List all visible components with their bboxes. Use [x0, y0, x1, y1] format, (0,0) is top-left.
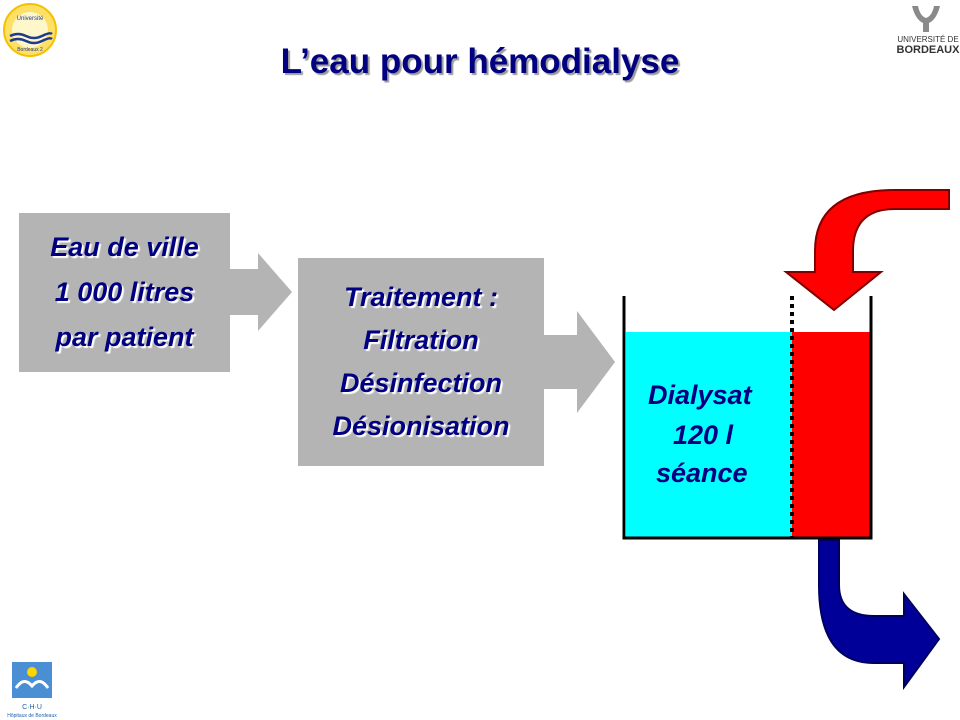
flow-arrow-2 [544, 311, 615, 413]
flow-arrow-1 [230, 253, 292, 331]
chu-logo: C·H·U Hôpitaux de Bordeaux [7, 662, 57, 719]
source-water-box: Eau de ville 1 000 litres par patient [19, 213, 230, 372]
source-water-line-2: 1 000 litres [54, 277, 195, 307]
tank-label-line-3: séance [656, 458, 748, 488]
logo-text-top-left-2: Bordeaux 2 [17, 47, 43, 53]
source-water-line-1: Eau de ville [50, 232, 199, 262]
slide-title: L’eau pour hémodialyse [280, 42, 680, 81]
treatment-line-3: Désinfection [339, 368, 503, 398]
logo-text-chu-1: C·H·U [22, 704, 42, 711]
tank-label-line-1: Dialysat [648, 380, 752, 410]
used-fluid [792, 332, 871, 537]
inflow-arrow [783, 189, 950, 312]
treatment-line-2: Filtration [363, 325, 479, 355]
logo-text-top-right-1: UNIVERSITÉ DE [897, 35, 958, 44]
source-water-line-3: par patient [55, 322, 194, 352]
dialysate-fluid [626, 332, 792, 537]
treatment-box: Traitement : Filtration Désinfection Dés… [298, 258, 544, 466]
logo-text-top-left-1: Université [17, 16, 44, 22]
logo-text-top-right-2: BORDEAUX [897, 44, 960, 56]
universite-bordeaux-2-logo: Université Bordeaux 2 [3, 3, 57, 57]
outflow-arrow [818, 539, 941, 691]
universite-de-bordeaux-logo: UNIVERSITÉ DE BORDEAUX [897, 6, 960, 56]
tank-walls [622, 296, 873, 540]
treatment-line-4: Désionisation [332, 411, 510, 441]
tank-label-line-2: 120 l [673, 420, 734, 450]
treatment-line-1: Traitement : [343, 282, 499, 312]
logo-text-chu-2: Hôpitaux de Bordeaux [7, 713, 57, 719]
